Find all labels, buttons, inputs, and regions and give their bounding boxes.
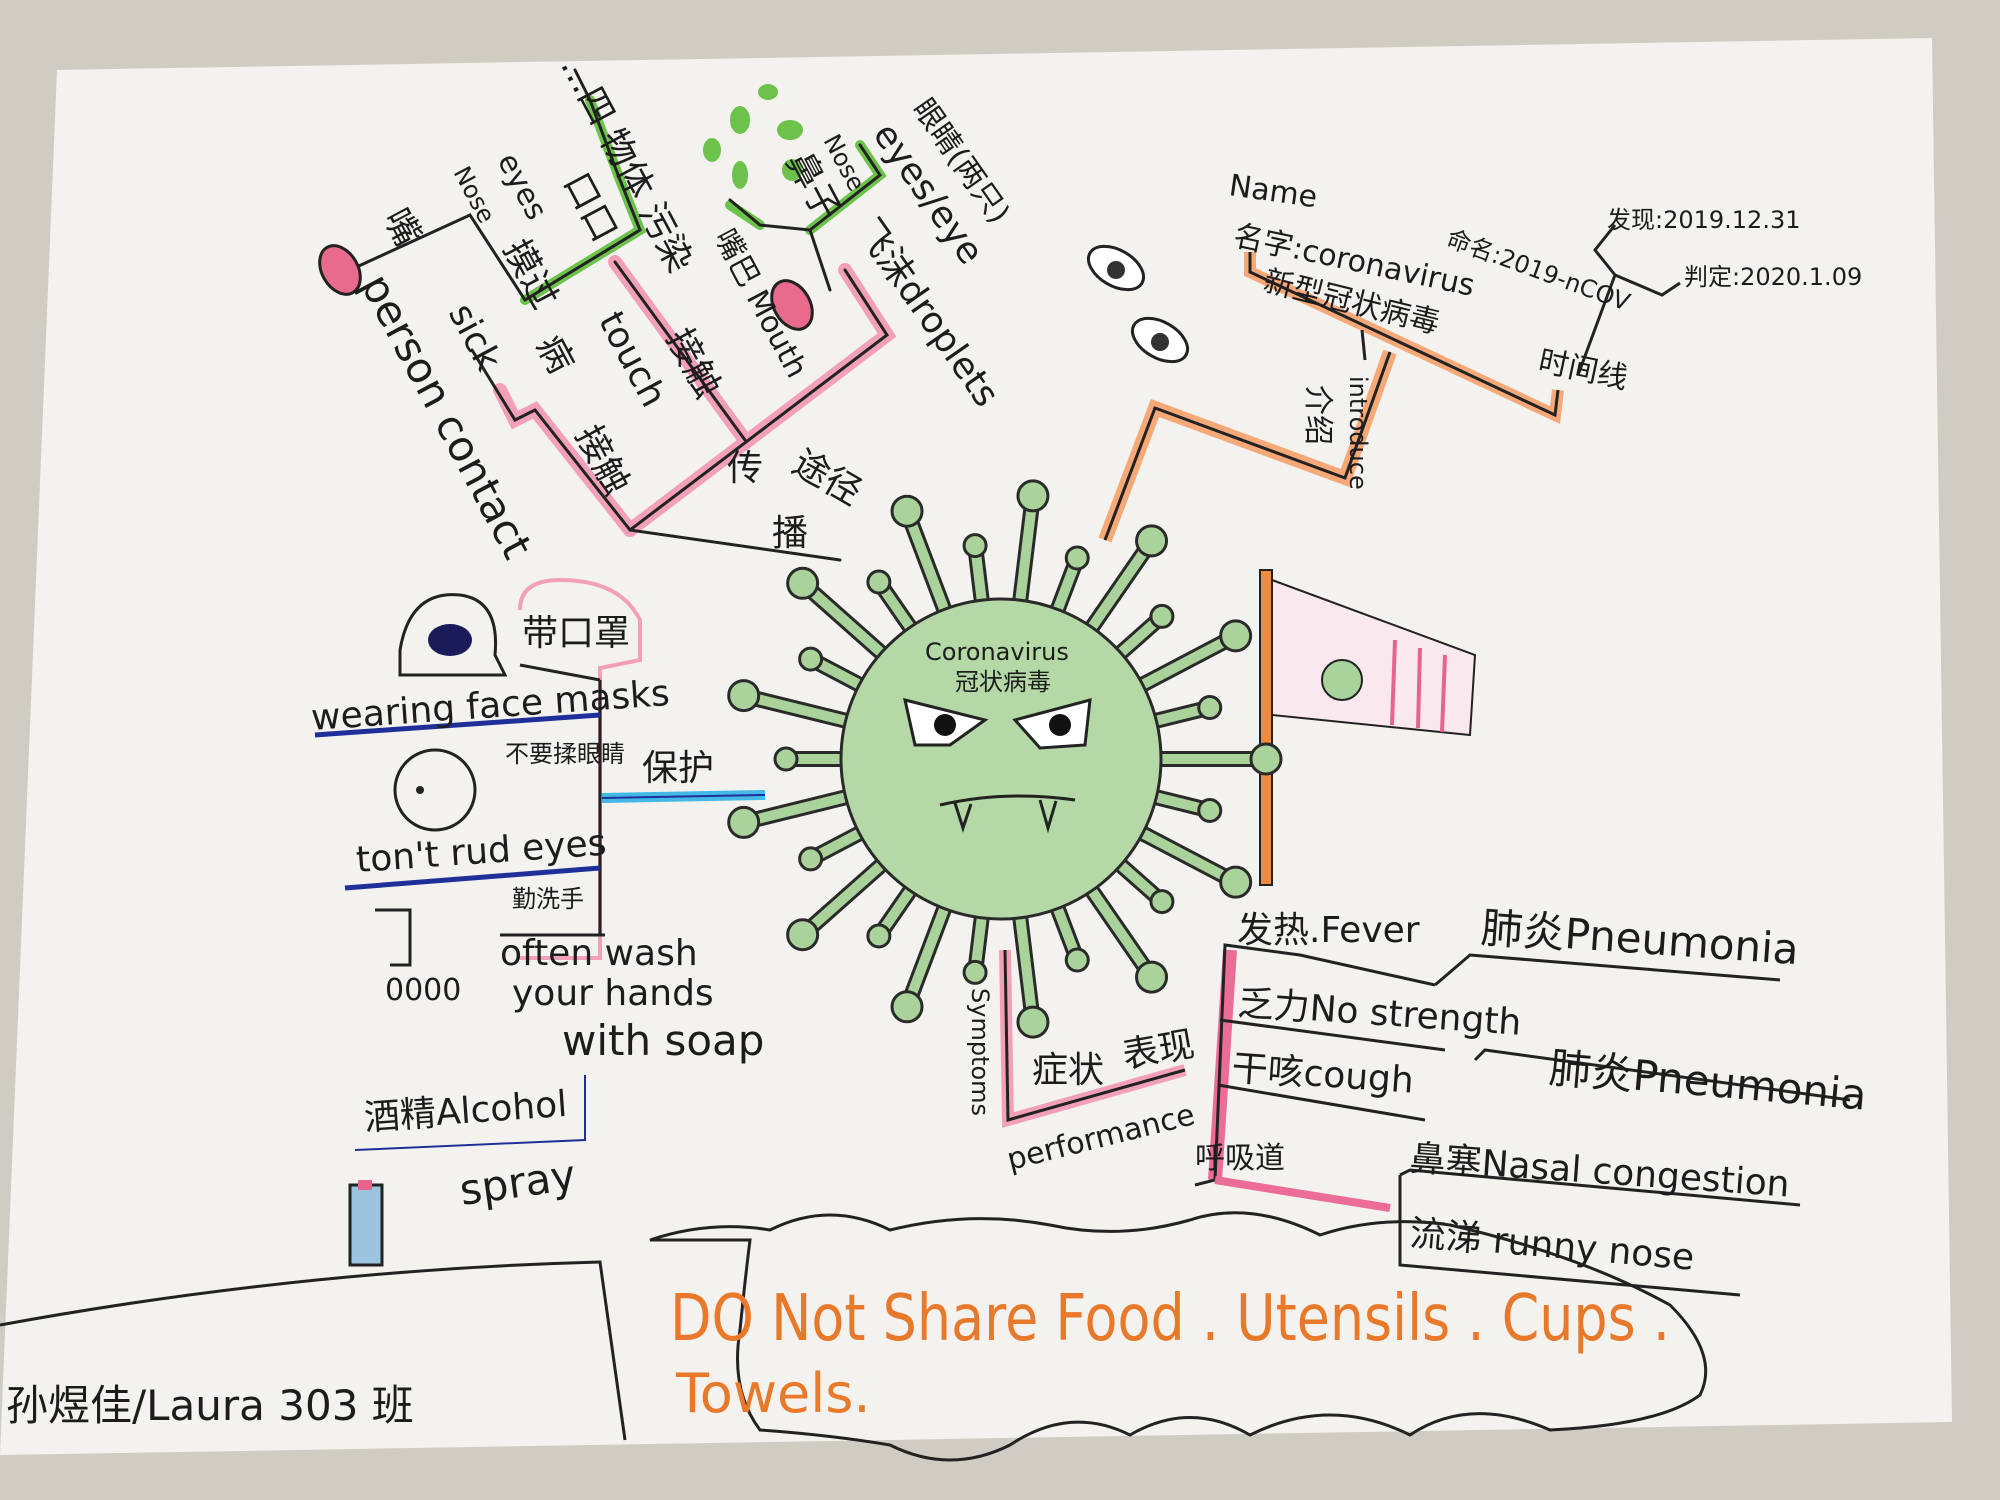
- virus-body: [839, 597, 1163, 921]
- transmission-branch: [348, 68, 897, 562]
- virus-spike: [1081, 877, 1157, 983]
- spray-bottle-icon: [348, 1180, 384, 1267]
- virus-spike-tip: [962, 959, 988, 985]
- virus-spike-tip: [1064, 545, 1090, 571]
- protection-drops: 0000: [385, 973, 461, 1008]
- protection-wash-2: your hands: [512, 973, 714, 1014]
- lips-icon: [770, 279, 814, 331]
- virus-spike: [738, 789, 861, 828]
- virus-spike-tip: [1016, 1005, 1050, 1039]
- virus-spike-tip: [1197, 797, 1223, 823]
- protection-label: 保护: [642, 748, 714, 789]
- intro-confirmed: 判定:2020.1.09: [1684, 263, 1862, 291]
- protection-wash-zh: 勤洗手: [512, 885, 584, 913]
- eye-icon: [1131, 316, 1189, 364]
- protection-eyes-zh: 不要揉眼睛: [505, 740, 625, 768]
- pupil: [934, 714, 956, 736]
- virus-title-en: Coronavirus: [925, 638, 1069, 666]
- virus-spike-tip: [798, 646, 824, 672]
- virus-spike-tip: [727, 679, 761, 713]
- symptoms-branch: [999, 943, 1851, 1297]
- branch-line: [728, 198, 812, 232]
- virus-spike: [797, 853, 894, 940]
- virus-spike-tip: [798, 846, 824, 872]
- virus-spike: [1014, 490, 1038, 616]
- virus-spike: [797, 578, 894, 665]
- virus-spike-tip: [1149, 889, 1175, 915]
- introduce-branch: [1098, 224, 1681, 543]
- virus-spike-tip: [1135, 960, 1169, 994]
- virus-spike-tip: [727, 805, 761, 839]
- masked-person-icon: [398, 593, 508, 677]
- virus-spike: [902, 506, 953, 624]
- branch-line: [808, 143, 883, 292]
- protection-mask-zh: 带口罩: [522, 613, 630, 654]
- branch-line: [348, 213, 527, 302]
- eye-icon: [1087, 244, 1145, 292]
- protection-wash-1: often wash: [500, 933, 698, 974]
- virus-spike: [738, 690, 861, 729]
- intro-en: introduce: [1344, 376, 1372, 490]
- branch-line: [523, 68, 642, 302]
- virus-spike-tip: [1219, 619, 1253, 653]
- author-box: [0, 1260, 627, 1441]
- green-droplets: [703, 84, 803, 189]
- intro-discovered: 发现:2019.12.31: [1607, 206, 1801, 234]
- virus-spike-tip: [1219, 865, 1253, 899]
- virus-spike: [1128, 823, 1241, 888]
- virus-face: [903, 697, 1092, 834]
- transmission-label-a: 传: [727, 448, 763, 489]
- virus-title-zh: 冠状病毒: [955, 668, 1051, 696]
- virus-spike: [902, 894, 953, 1012]
- intro-zh: 介绍: [1300, 385, 1335, 445]
- pupil: [1049, 714, 1071, 736]
- rubbing-eyes-face-icon: [393, 748, 477, 832]
- virus-spike-tip: [773, 746, 799, 772]
- protection-branch: [314, 577, 766, 1151]
- symptoms-label-en: Symptoms: [966, 988, 994, 1116]
- virus-spike-tip: [1149, 603, 1175, 629]
- transmission-label-b: 播: [772, 513, 808, 554]
- notice-line-1: DO Not Share Food . Utensils . Cups .: [670, 1282, 1670, 1356]
- virus-spike: [1081, 535, 1157, 641]
- author-name: 孙煜佳/Laura 303 班: [6, 1381, 414, 1430]
- virus-spike-tip: [786, 918, 820, 952]
- protection-wash-3: with soap: [562, 1016, 764, 1065]
- virus-spike-tip: [890, 990, 924, 1024]
- virus-spike-tip: [786, 566, 820, 600]
- notice-cloud: [649, 1211, 1708, 1462]
- fanged-mouth: [939, 794, 1076, 834]
- branch-line: [470, 348, 842, 562]
- symptom-fever: 发热.Fever: [1237, 910, 1420, 951]
- notice-line-2: Towels.: [675, 1362, 871, 1425]
- lips-icon: [318, 244, 362, 296]
- virus-spike: [1128, 630, 1241, 695]
- virus-spike-tip: [962, 533, 988, 559]
- virus-spike-tip: [1016, 479, 1050, 513]
- symptom-respiratory: 呼吸道: [1195, 1141, 1285, 1176]
- virus-spike-tip: [1064, 947, 1090, 973]
- virus-spike-tip: [1197, 695, 1223, 721]
- symptoms-label-zh: 症状: [1032, 1050, 1104, 1091]
- virus-spike: [1014, 902, 1038, 1028]
- virus-spike-tip: [1249, 742, 1283, 776]
- branch-line: [628, 268, 890, 532]
- branch-line: [613, 260, 747, 442]
- virus-spike-tip: [866, 569, 892, 595]
- virus-spike-tip: [1135, 524, 1169, 558]
- virus-spike-tip: [890, 494, 924, 528]
- virus-spike-tip: [866, 923, 892, 949]
- flag-icon: [1259, 569, 1477, 886]
